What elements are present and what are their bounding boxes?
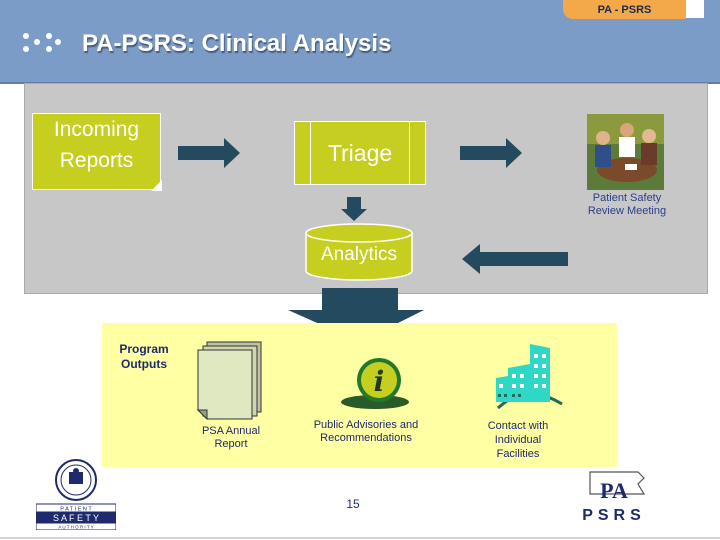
annual-report-line-1: PSA Annual [201,425,261,437]
logo-text-patient: P A T I E N T [60,507,92,513]
info-icon: i [341,358,409,409]
pa-psrs-logo: PA PSRS [582,471,646,524]
meeting-illustration [587,114,664,190]
arrow-down-large [288,288,424,342]
page-fold-corner [151,180,162,191]
arrow-left [462,244,568,274]
incoming-label-line-1: Incoming [53,118,140,141]
footer-divider [0,537,720,539]
incoming-label-line-2: Reports [59,149,134,172]
state-seal-icon [69,468,83,484]
analytics-cylinder [305,223,413,281]
annual-report-line-2: Report [214,438,248,450]
triage-inner-line [310,121,311,185]
logo-psrs: PSRS [582,507,646,524]
contact-line-1: Contact with [487,420,549,432]
svg-text:i: i [374,365,385,398]
document-stack-icon [197,341,262,420]
annual-report-label: PSA Annual Report [186,425,276,451]
incoming-reports-box: Incoming Reports [32,113,161,190]
page-title: PA-PSRS: Clinical Analysis [82,30,392,57]
logo-text-authority: A U T H O R I T Y [58,525,93,530]
triage-inner-line [409,121,410,185]
patient-safety-authority-logo: P A T I E N T S A F E T Y A U T H O R I … [36,459,116,530]
advisories-label: Public Advisories and Recommendations [298,419,434,445]
meeting-label: Patient Safety Review Meeting [572,192,682,218]
meeting-label-line-2: Review Meeting [587,205,667,217]
bullet-dots-icon [23,33,61,52]
section-tag: PA - PSRS [563,0,686,19]
arrow-down-small [341,197,367,221]
building-icon [496,344,563,410]
contact-line-3: Facilities [496,448,540,460]
triage-label: Triage [327,139,393,166]
pennsylvania-map-icon [589,471,646,495]
contact-facilities-label: Contact with Individual Facilities [470,419,566,461]
program-outputs-label: Program Outputs [108,342,180,372]
arrow-right-2 [460,138,522,168]
tag-corner-box [686,0,704,18]
program-outputs-line-2: Outputs [121,357,167,371]
meeting-label-line-1: Patient Safety [592,192,662,204]
program-outputs-line-1: Program [119,342,169,356]
advisories-line-2: Recommendations [320,432,412,444]
contact-line-2: Individual [494,434,542,446]
logo-pa: PA [600,478,628,503]
advisories-line-1: Public Advisories and [313,419,419,431]
arrow-right-1 [178,138,240,168]
logo-text-safety: S A F E T Y [53,513,99,523]
analytics-label: Analytics [320,244,398,265]
triage-box: Triage [294,121,426,185]
page-number: 15 [346,497,360,511]
